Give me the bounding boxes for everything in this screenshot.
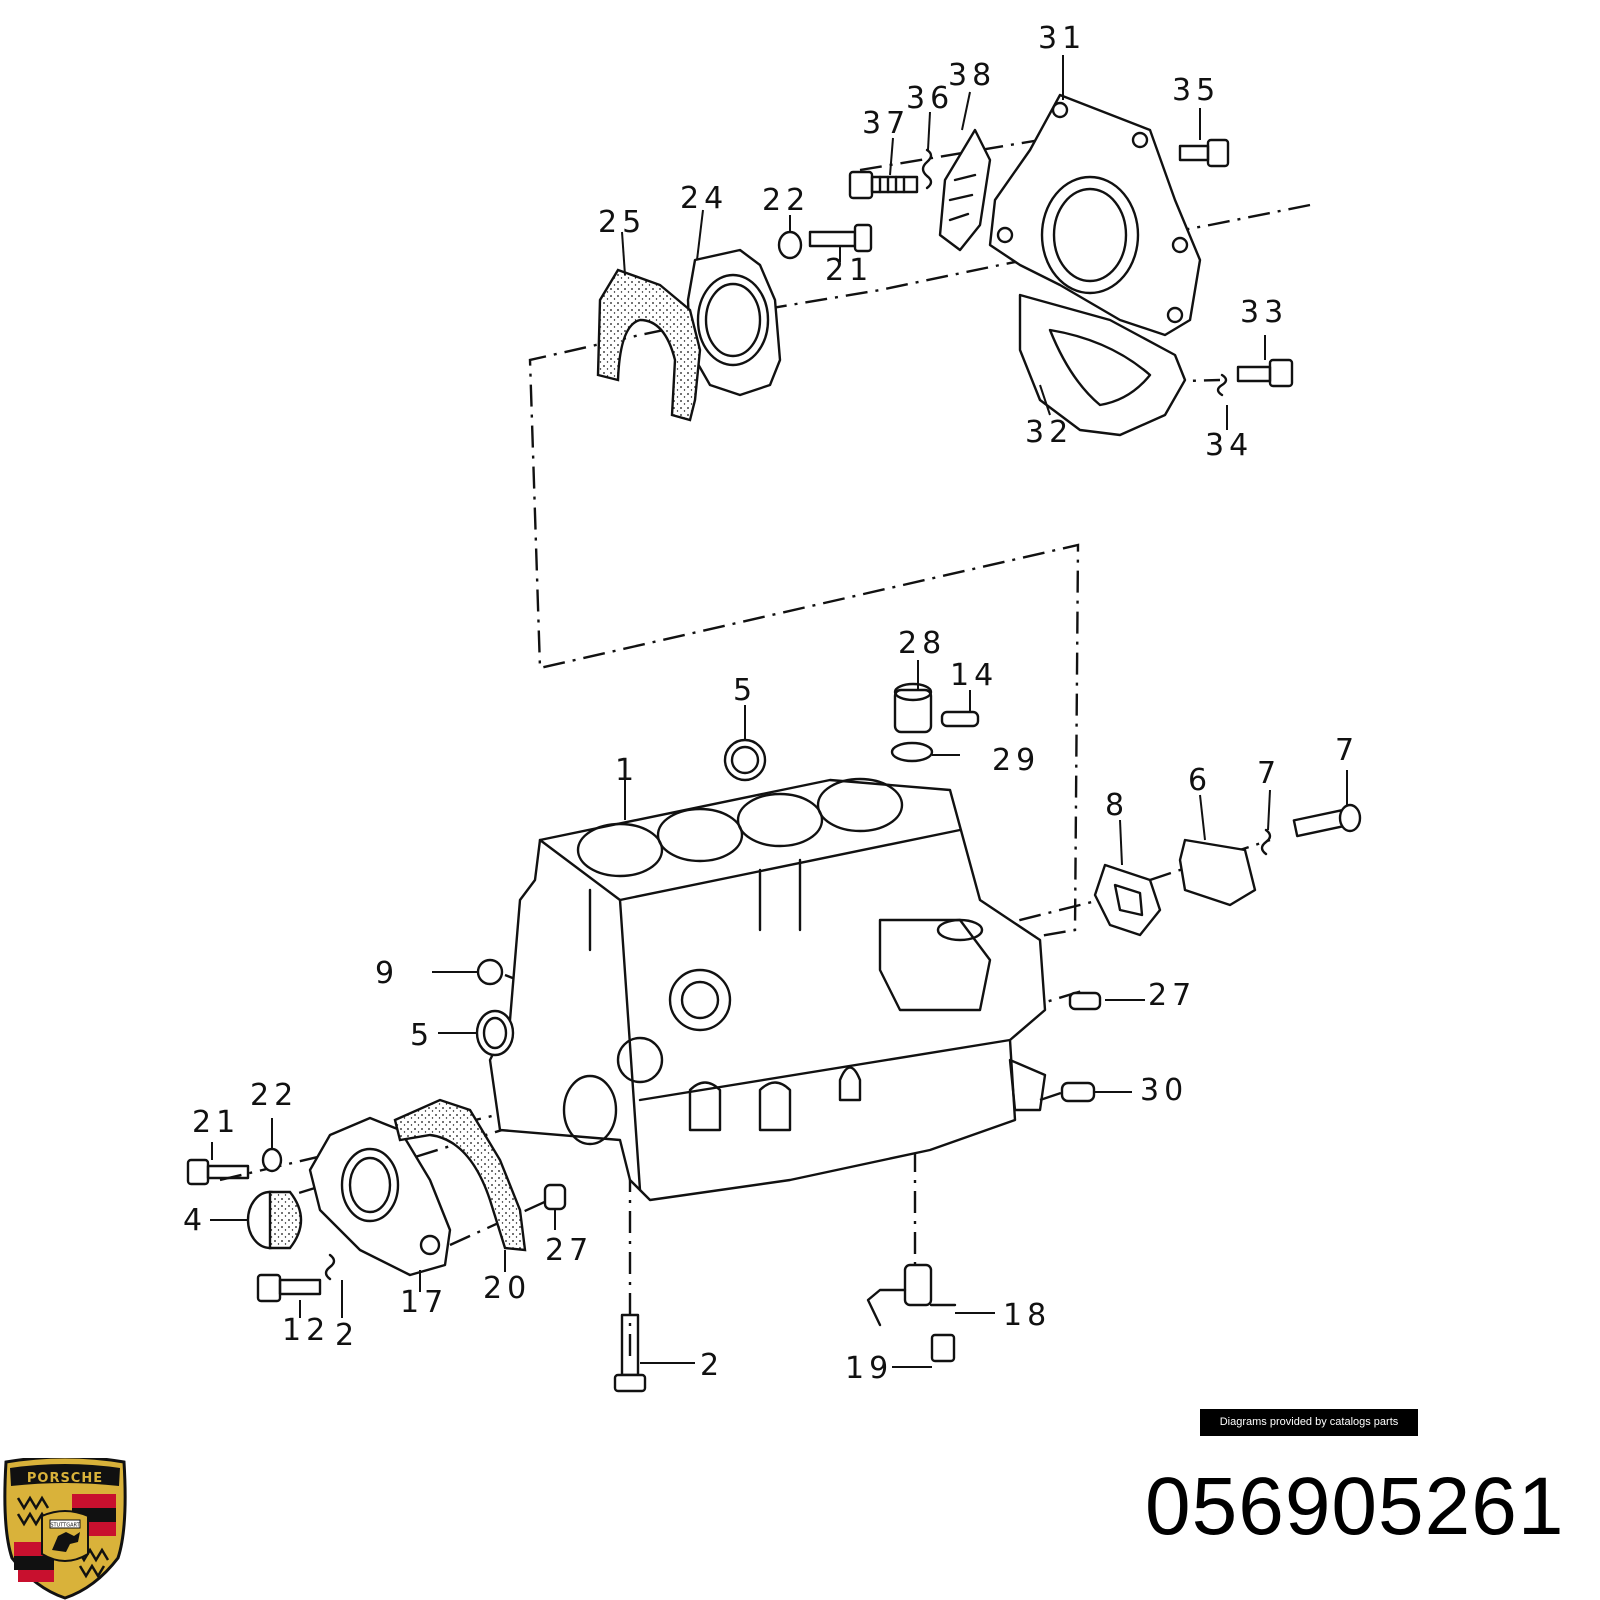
leader-lines	[210, 55, 1348, 1368]
bolt-35	[1178, 138, 1230, 168]
callout-label: 29	[992, 743, 1040, 778]
callout-label: 2	[700, 1348, 724, 1383]
bolt-12	[256, 1273, 322, 1303]
callout-label: 19	[845, 1351, 893, 1386]
bolt-37	[848, 170, 919, 200]
plug-10	[476, 958, 504, 986]
pin-27-right	[1068, 991, 1102, 1011]
callout-label: 31	[1038, 21, 1086, 56]
gasket-20	[393, 1098, 527, 1252]
lower-cover-32	[1018, 293, 1187, 437]
bolt-33	[1236, 358, 1294, 388]
callout-label: 7	[1257, 756, 1281, 791]
plug-5-top	[723, 738, 767, 782]
gasket-25	[596, 268, 702, 422]
callout-label: 30	[1140, 1073, 1188, 1108]
callout-label: 24	[680, 181, 728, 216]
porsche-crest-logo: PORSCHE STUTTGART	[3, 1458, 127, 1600]
callout-label: 7	[1335, 733, 1359, 768]
svg-text:PORSCHE: PORSCHE	[27, 1471, 103, 1486]
callout-label: 35	[1172, 73, 1220, 108]
bolt-2	[613, 1313, 647, 1393]
bolt-8	[1292, 803, 1362, 838]
callout-label: 21	[825, 253, 873, 288]
engine-block-1	[488, 777, 1047, 1202]
callout-label: 17	[400, 1285, 448, 1320]
callout-label: 8	[1105, 788, 1129, 823]
seal-flange-17	[308, 1116, 452, 1277]
gasket-9	[1093, 863, 1162, 937]
pin-27-front	[543, 1183, 567, 1211]
callout-label: 22	[250, 1078, 298, 1113]
plug-5-side	[475, 1009, 515, 1057]
washer-7-right	[1260, 828, 1272, 856]
washer-22-top	[777, 230, 803, 260]
washer-22-front	[261, 1147, 283, 1173]
callout-label: 34	[1205, 428, 1253, 463]
callout-label: 5	[410, 1018, 434, 1053]
callout-label: 12	[282, 1313, 330, 1348]
callout-label: 32	[1025, 415, 1073, 450]
callout-label: 5	[733, 673, 757, 708]
cover-plate-38	[938, 128, 992, 252]
callout-label: 4	[183, 1203, 207, 1238]
washer-34	[1216, 373, 1228, 397]
oil-jet-18	[866, 1263, 957, 1327]
diagram-credit-badge: Diagrams provided by catalogs parts	[1200, 1409, 1418, 1436]
pin-14	[940, 710, 980, 728]
callout-label: 27	[1148, 978, 1196, 1013]
callout-label: 18	[1003, 1298, 1051, 1333]
callout-label: 37	[862, 106, 910, 141]
callout-label: 2	[335, 1318, 359, 1353]
callout-label: 38	[948, 58, 996, 93]
bolt-21-top	[808, 223, 873, 253]
callout-label: 6	[1188, 763, 1212, 798]
rear-seal-flange-31	[988, 93, 1202, 337]
svg-text:STUTTGART: STUTTGART	[50, 1523, 80, 1529]
callout-labels: 31 38 36 37 35 22 21 24 25 33 32 34 28 1…	[183, 21, 1359, 1386]
cover-6	[1178, 838, 1257, 907]
bolt-21-front	[186, 1158, 250, 1186]
callout-label: 33	[1240, 295, 1288, 330]
callout-label: 21	[192, 1105, 240, 1140]
callout-label: 9	[375, 956, 399, 991]
callout-label: 28	[898, 626, 946, 661]
sender-28	[893, 682, 933, 734]
callout-label: 22	[762, 183, 810, 218]
callout-label: 36	[906, 81, 954, 116]
seal-ring-29	[890, 741, 934, 763]
callout-label: 20	[483, 1271, 531, 1306]
part-number-label: 056905261	[1145, 1461, 1565, 1552]
washer-7-front	[324, 1253, 336, 1281]
callout-label: 14	[950, 658, 998, 693]
bolt-19	[930, 1333, 956, 1363]
seal-carrier-24	[686, 248, 782, 397]
callout-label: 1	[615, 753, 639, 788]
pin-30	[1060, 1081, 1096, 1103]
washer-36	[921, 148, 933, 190]
oil-seal-4	[246, 1190, 303, 1250]
callout-label: 25	[598, 205, 646, 240]
callout-label: 27	[545, 1233, 593, 1268]
